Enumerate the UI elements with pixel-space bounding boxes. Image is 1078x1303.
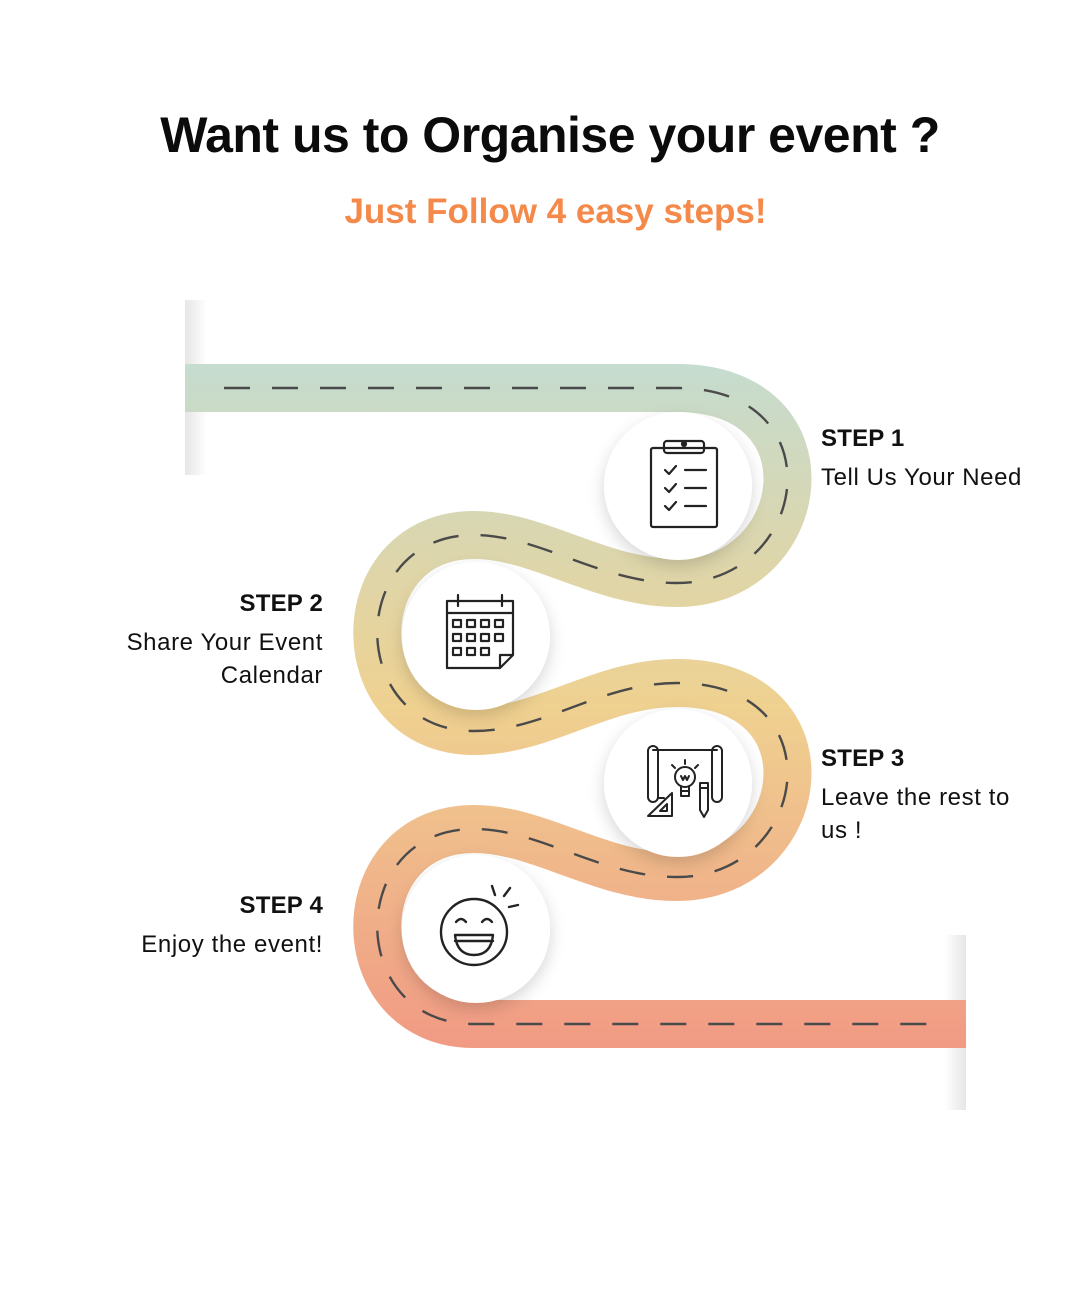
step-4-description: Enjoy the event! [141, 931, 323, 958]
step-2-marker [402, 562, 550, 710]
step-1-text: STEP 1 Tell Us Your Need [821, 425, 1051, 494]
clipboard-checklist-icon [649, 439, 719, 529]
step-1-description: Tell Us Your Need [821, 464, 1022, 491]
page-title: Want us to Organise your event ? [160, 107, 940, 163]
blueprint-idea-icon [647, 745, 723, 818]
step-4-marker [402, 855, 550, 1003]
step-3-description: Leave the rest to us ! [821, 784, 1010, 844]
smiley-face-icon [439, 884, 520, 967]
page-subtitle: Just Follow 4 easy steps! [344, 192, 767, 231]
road-dashes [224, 386, 940, 1026]
step-2-label: STEP 2 [239, 590, 323, 617]
step-1-marker [604, 412, 752, 560]
step-4-label: STEP 4 [239, 892, 323, 919]
step-4-text: STEP 4 Enjoy the event! [93, 892, 323, 961]
step-3-label: STEP 3 [821, 745, 905, 772]
step-1-label: STEP 1 [821, 425, 905, 452]
calendar-icon [445, 593, 515, 670]
step-2-text: STEP 2 Share Your Event Calendar [93, 590, 323, 692]
step-3-text: STEP 3 Leave the rest to us ! [821, 745, 1031, 847]
step-2-description: Share Your Event Calendar [126, 629, 323, 689]
step-3-marker [604, 709, 752, 857]
